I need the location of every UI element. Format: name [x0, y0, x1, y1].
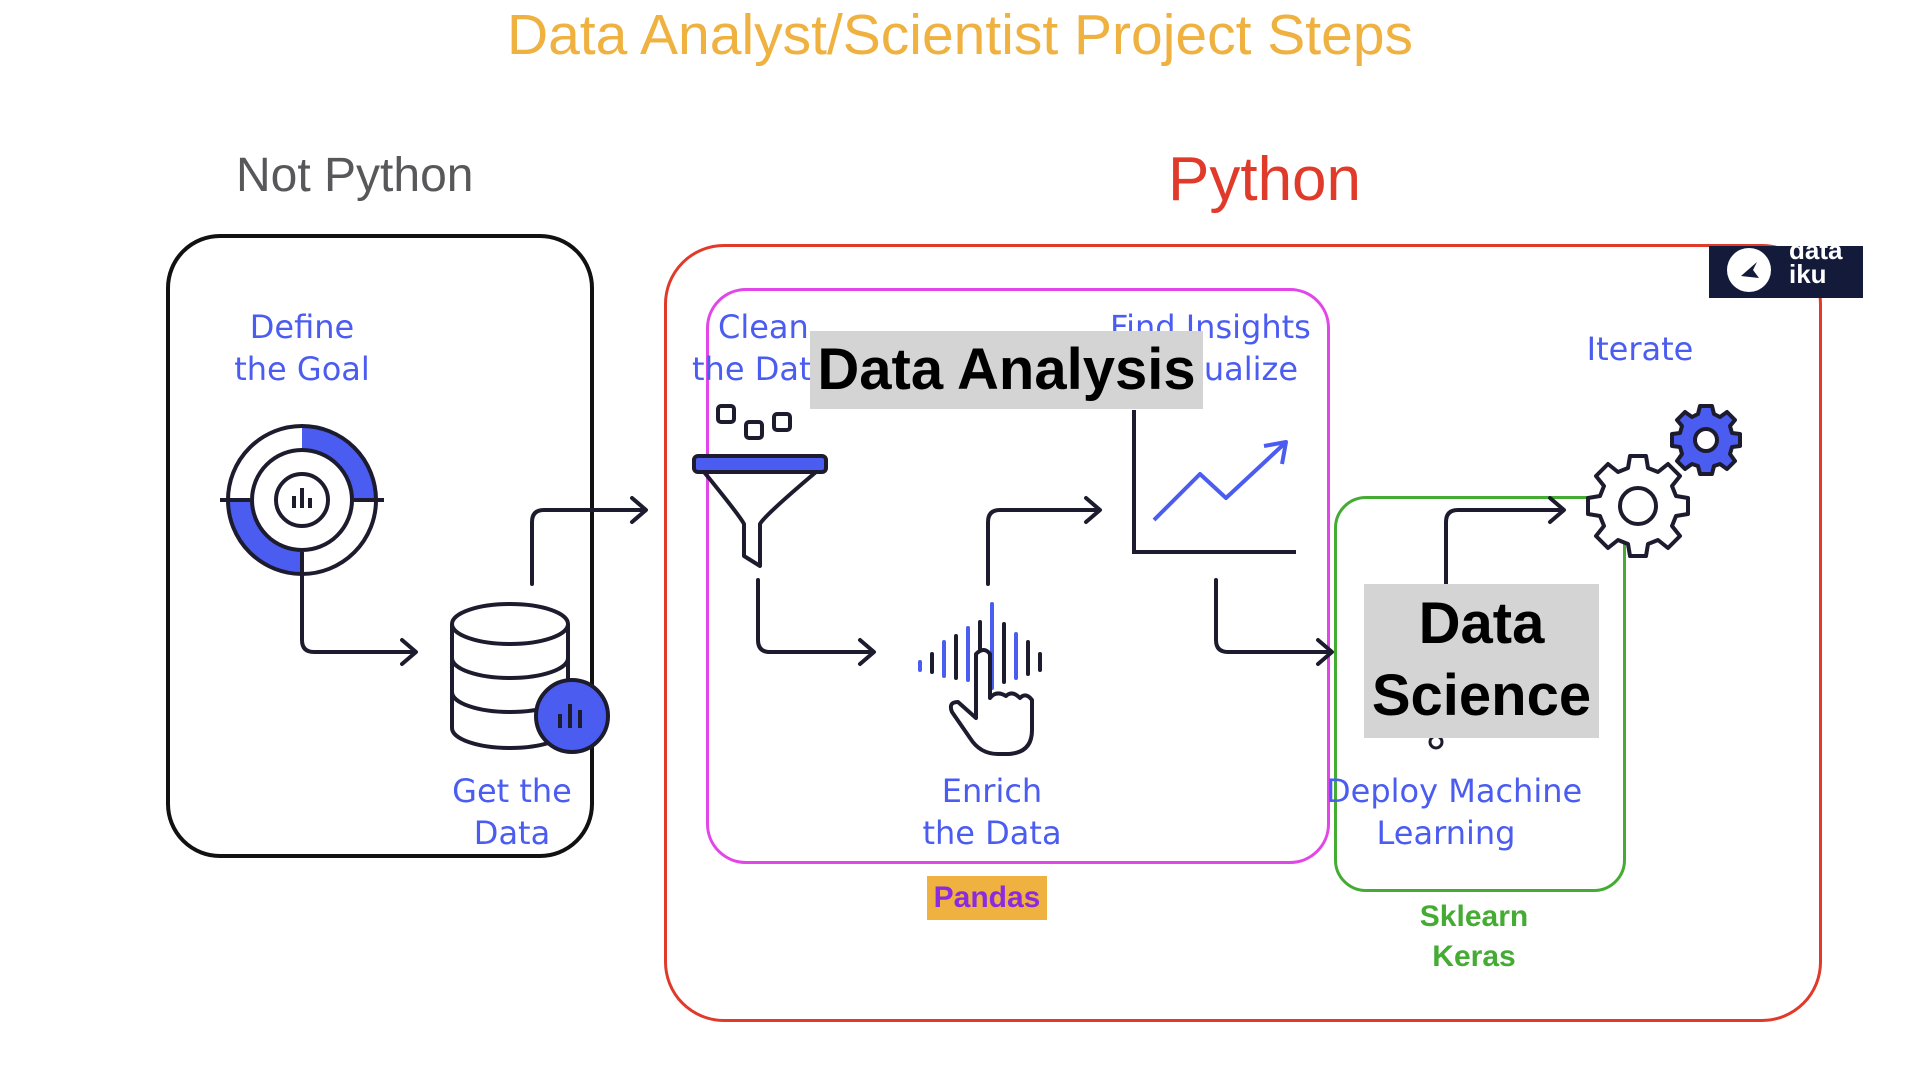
python-group-box	[664, 244, 1822, 1022]
arrow-enrich-to-insights	[986, 496, 1102, 586]
data-analysis-highlight: Data Analysis	[810, 331, 1203, 409]
data-science-highlight: Data Science	[1364, 584, 1599, 738]
data-analysis-group-box	[706, 288, 1330, 864]
gears-icon	[1586, 404, 1742, 558]
pandas-tag: Pandas	[927, 876, 1047, 920]
python-heading: Python	[1168, 145, 1362, 214]
arrow-insights-to-deploy	[1214, 578, 1334, 666]
enrich-hand-icon	[918, 602, 1042, 756]
arrow-clean-to-enrich	[756, 578, 876, 666]
line-chart-icon	[1132, 410, 1296, 554]
target-icon	[220, 424, 384, 582]
funnel-icon	[692, 404, 828, 568]
arrow-data-to-clean	[530, 496, 648, 586]
data-science-group-box	[1334, 496, 1626, 892]
logo-text: data iku	[1789, 246, 1843, 289]
not-python-group-box	[166, 234, 594, 858]
bird-icon	[1727, 248, 1771, 292]
dataiku-logo: data iku	[1709, 246, 1863, 298]
page-title: Data Analyst/Scientist Project Steps	[506, 3, 1414, 67]
database-icon	[450, 602, 610, 754]
sklearn-label: Sklearn	[1419, 900, 1529, 933]
step-iterate-label: Iterate	[1586, 330, 1694, 368]
arrow-deploy-to-iterate	[1444, 496, 1566, 586]
not-python-heading: Not Python	[236, 149, 474, 202]
keras-label: Keras	[1432, 940, 1516, 973]
arrow-goal-to-data	[300, 576, 418, 666]
